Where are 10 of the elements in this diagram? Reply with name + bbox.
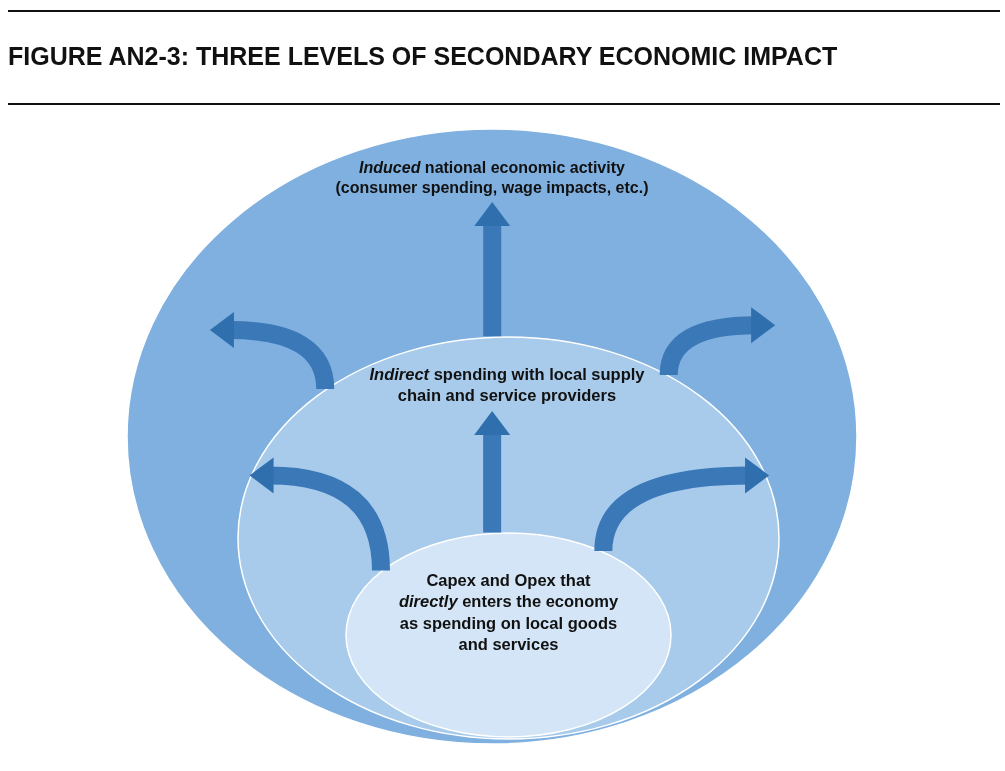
curved-arrow — [474, 202, 511, 337]
figure-title: FIGURE AN2-3: THREE LEVELS OF SECONDARY ECONOMIC IMPACT — [8, 42, 838, 71]
curved-arrow — [474, 410, 511, 533]
node-text: Induced national economic activity (consumer spending, wage impacts, etc.) — [334, 158, 650, 198]
node-text: Capex and Opex that directly enters the economy as spending on local goods and services — [397, 570, 620, 656]
inner-ellipse — [345, 532, 672, 738]
curved-arrow — [249, 457, 390, 571]
node-text: Indirect spending with local supply chain and service providers — [368, 364, 646, 407]
middle-ellipse — [237, 336, 780, 740]
outer-ellipse — [126, 128, 858, 745]
